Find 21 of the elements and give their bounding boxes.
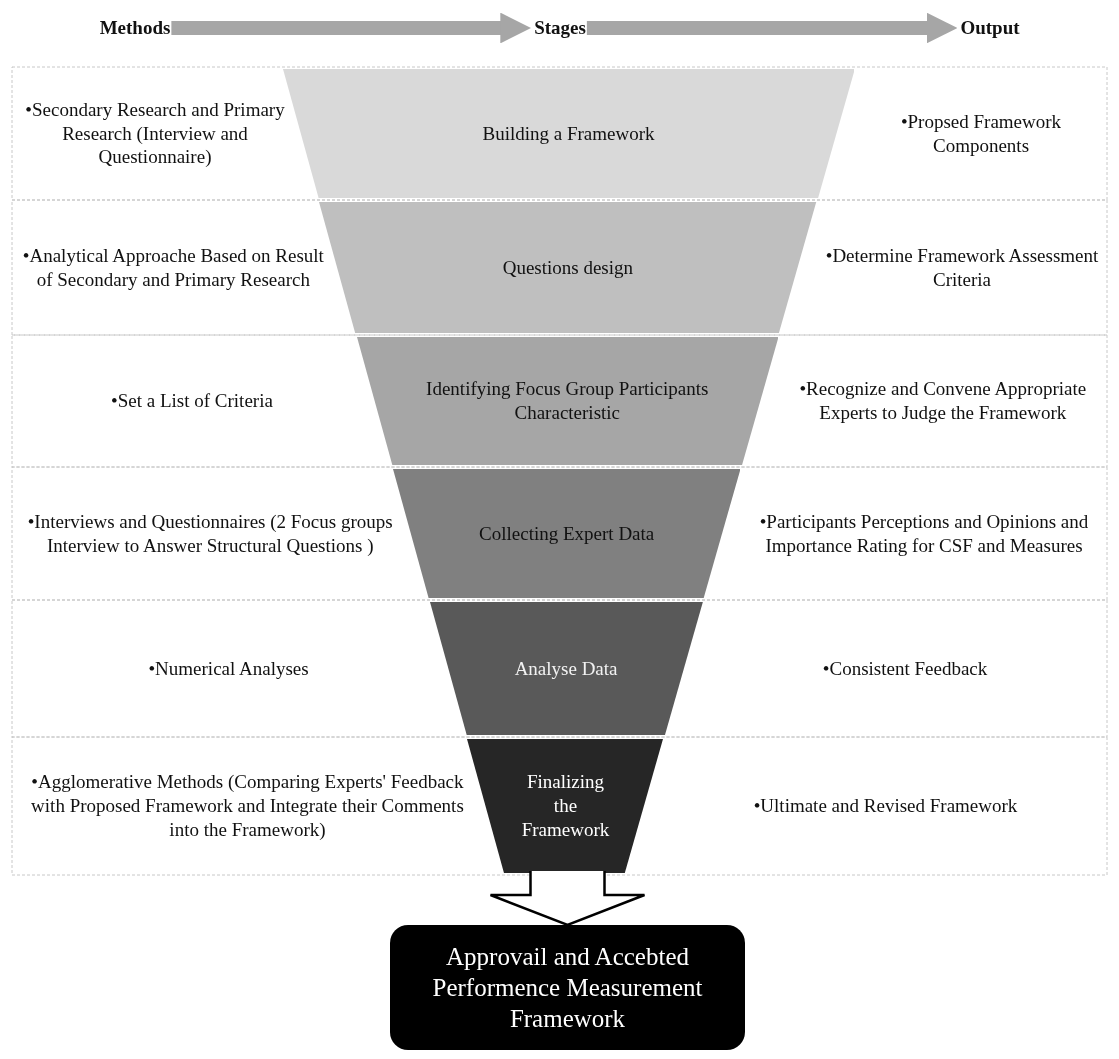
block-arrow	[171, 12, 532, 44]
output-text: •Propsed Framework Components	[899, 109, 1063, 158]
hollow-block-arrow	[489, 869, 646, 927]
column-heading: Stages	[534, 8, 586, 48]
funnel-stage: Collecting Expert Data	[392, 469, 741, 598]
column-heading: Output	[960, 8, 1020, 48]
method-text: •Numerical Analyses	[148, 656, 309, 681]
funnel-stage: Analyse Data	[429, 602, 703, 735]
output-text: •Consistent Feedback	[822, 656, 988, 681]
method-text: •Set a List of Criteria	[111, 389, 273, 413]
block-arrow	[586, 12, 958, 44]
output-text: •Ultimate and Revised Framework	[753, 794, 1018, 818]
funnel-stage: Identifying Focus Group Participants Characteristic	[356, 337, 779, 465]
column-heading: Methods	[99, 8, 171, 48]
method-text: •Agglomerative Methods (Comparing Experts' Feedback with Proposed Framework and Integrate their Comments into the Framework)	[30, 770, 465, 842]
output-text: •Participants Perceptions and Opinions and Importance Rating for CSF and Measures	[758, 509, 1090, 558]
result-box: Approvail and Accebted Performence Measurement Framework	[390, 925, 745, 1050]
funnel-stage: Finalizing the Framework	[467, 739, 664, 873]
output-text: •Determine Framework Assessment Criteria	[824, 243, 1100, 292]
output-text: •Recognize and Convene Appropriate Experts to Judge the Framework	[798, 377, 1088, 425]
method-text: •Interviews and Questionnaires (2 Focus groups Interview to Answer Structural Questions )	[26, 509, 394, 558]
